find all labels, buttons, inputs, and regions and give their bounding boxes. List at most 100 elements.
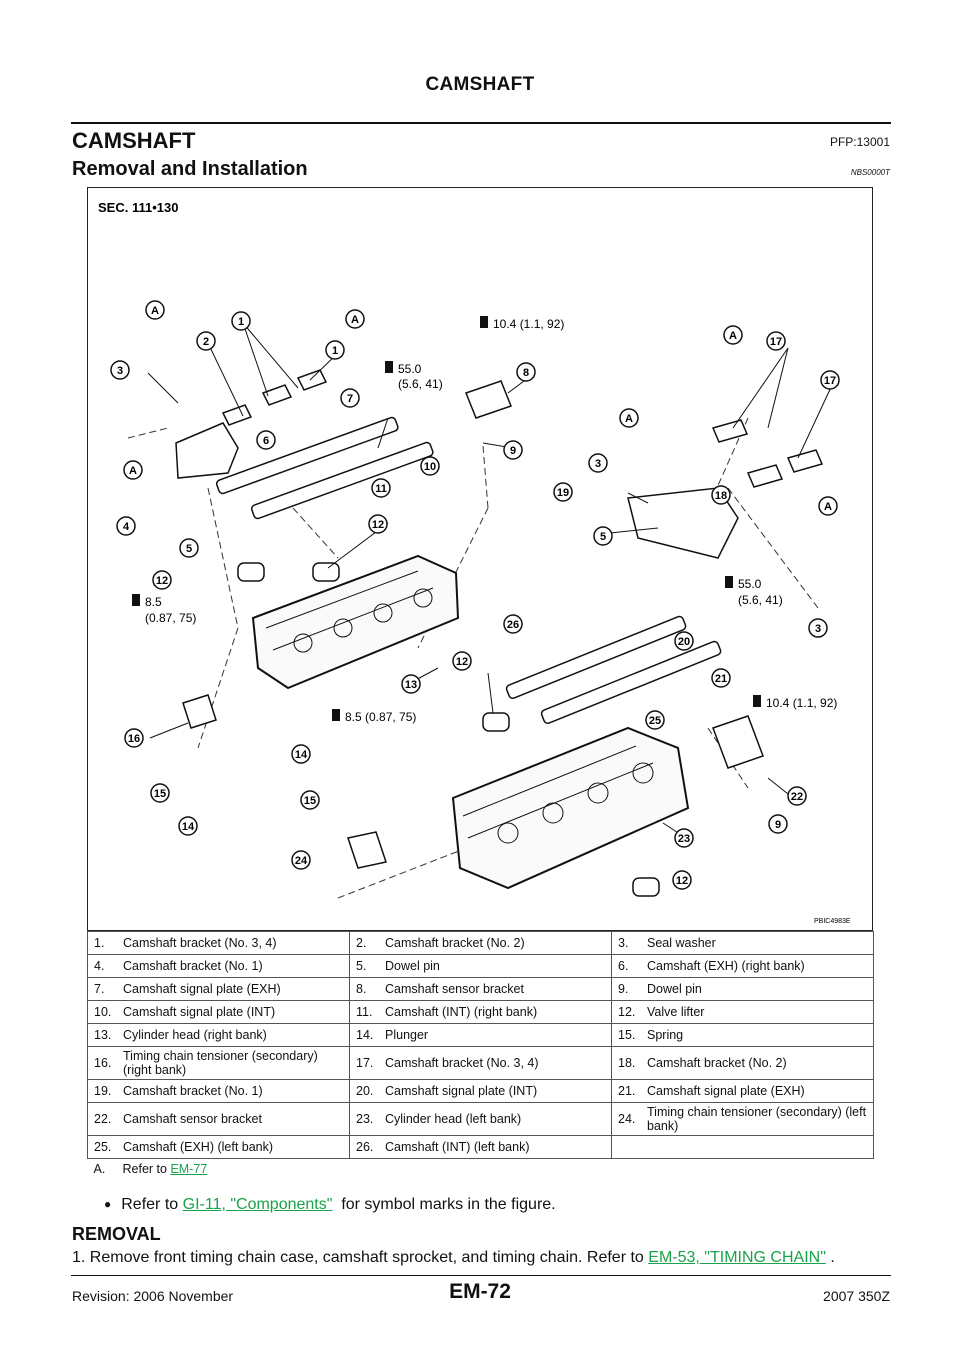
part-number: 22. [94,1112,112,1126]
table-cell: 1.Camshaft bracket (No. 3, 4) [87,931,350,955]
part-number: 10. [94,1005,112,1019]
callout-number: 24 [295,855,308,867]
callout-number: 14 [295,749,308,761]
parts-legend-table: 1.Camshaft bracket (No. 3, 4) 2.Camshaft… [87,931,874,1179]
table-cell: 18. Camshaft bracket (No. 2) [611,1046,874,1080]
callout-number: 26 [507,619,519,631]
part-name: Camshaft (EXH) (right bank) [647,959,805,973]
table-cell: 2.Camshaft bracket (No. 2) [349,931,612,955]
part-number: 17. [356,1056,374,1070]
callout-number: 2 [203,336,209,348]
page-title: CAMSHAFT [72,128,196,153]
part-number: 7. [94,982,105,996]
part-number: 6. [618,959,629,973]
part-name: Camshaft bracket (No. 3, 4) [385,1056,539,1070]
ref-mark: A [129,465,137,477]
table-cell: 24.Timing chain tensioner (secondary) (l… [611,1102,874,1136]
callout-number: 17 [824,375,836,387]
part-name: Timing chain tensioner (secondary) (righ… [123,1049,318,1077]
part-name: Camshaft bracket (No. 1) [123,1084,263,1098]
callout-number: 14 [182,821,195,833]
table-cell: 6. Camshaft (EXH) (right bank) [611,954,874,978]
callout-number: 21 [715,673,727,685]
callout-number: 22 [791,791,803,803]
part-number: 2. [356,936,367,950]
callouts: 1 1 2 3 3 3 4 5 5 6 7 8 9 9 10 11 12 12 … [110,311,840,890]
table-row: 13.Cylinder head (right bank) 14.Plunger… [87,1023,874,1047]
table-cell: 22.Camshaft sensor bracket [87,1102,350,1136]
part-name: Camshaft signal plate (INT) [385,1084,538,1098]
table-row: 1.Camshaft bracket (No. 3, 4) 2.Camshaft… [87,931,874,955]
part-number: 8. [356,982,367,996]
torque-spec: 8.5 (0.87, 75) [345,710,416,724]
part-name: Valve lifter [647,1005,705,1019]
footer-model: 2007 350Z [823,1288,890,1304]
torque-spec: (5.6, 41) [738,593,783,607]
leader-lines [147,322,834,837]
step-text: 1. Remove front timing chain case, camsh… [72,1249,644,1266]
part-name: Camshaft bracket (No. 2) [647,1056,787,1070]
gi11-components-link[interactable]: GI-11, "Components" [182,1196,333,1213]
part-number: 1. [94,936,105,950]
table-cell: 7.Camshaft signal plate (EXH) [87,977,350,1001]
torque-spec: (0.87, 75) [145,611,196,625]
note-text: Refer to [122,1162,167,1176]
part-name: Camshaft signal plate (INT) [123,1005,276,1019]
part-name: Cylinder head (left bank) [385,1112,522,1126]
callout-number: 25 [649,715,661,727]
callout-number: 9 [775,819,781,831]
part-name: Camshaft (EXH) (left bank) [123,1140,274,1154]
callout-number: 15 [154,788,166,800]
pfp-code: PFP:13001 [829,135,890,149]
ref-mark: A [151,305,159,317]
page-id: EM-72 [449,1280,511,1303]
bullet-icon: ● [104,1197,112,1211]
table-cell: 15. Spring [611,1023,874,1047]
em53-timing-chain-link[interactable]: EM-53, "TIMING CHAIN" [648,1249,826,1266]
footer-revision: Revision: 2006 November [72,1288,234,1304]
callout-number: 7 [347,393,353,405]
table-note: A. Refer to EM-77 [88,1159,874,1180]
ref-mark: A [729,330,737,342]
torque-specs: 10.4 (1.1, 92) 55.0 (5.6, 41) 55.0 (5.6,… [145,317,837,724]
table-cell: 21.Camshaft signal plate (EXH) [611,1079,874,1103]
callout-number: 1 [332,345,338,357]
table-cell: 23.Cylinder head (left bank) [349,1102,612,1136]
part-name: Spring [647,1028,684,1042]
note-label: A. [93,1162,106,1176]
part-number: 15. [618,1028,636,1042]
callout-number: 12 [156,575,168,587]
part-number: 18. [618,1056,636,1070]
section-title: Removal and Installation [72,158,308,180]
removal-heading: REMOVAL [72,1224,161,1244]
part-number: 25. [94,1140,112,1154]
part-name: Camshaft signal plate (EXH) [647,1084,805,1098]
part-name: Dowel pin [385,959,440,973]
section-code: NBS0000T [850,168,890,177]
torque-wrench-icons [132,316,761,721]
ref-mark: A [351,314,359,326]
part-name: Dowel pin [647,982,702,996]
table-cell: 20.Camshaft signal plate (INT) [349,1079,612,1103]
table-row: 16.Timing chain tensioner (secondary) (r… [87,1046,874,1080]
part-number: 13. [94,1028,112,1042]
torque-spec: 55.0 [398,362,422,376]
ref-marks: A A A A A A [123,300,838,516]
part-name: Timing chain tensioner (secondary) (left… [647,1105,867,1133]
part-number: 26. [356,1140,374,1154]
table-cell [611,1135,874,1159]
part-number: 12. [618,1005,636,1019]
ref-em77-link[interactable]: EM-77 [170,1162,208,1176]
callout-number: 18 [715,490,727,502]
table-cell: 12. Valve lifter [611,1000,874,1024]
callout-number: 20 [678,636,690,648]
table-cell: 4.Camshaft bracket (No. 1) [87,954,350,978]
callout-number: 4 [123,521,130,533]
torque-spec: 10.4 (1.1, 92) [766,696,837,710]
exploded-diagram: SEC. 111•130 PBIC4983E [98,200,851,925]
callout-number: 23 [678,833,690,845]
torque-spec: 55.0 [738,577,762,591]
removal-step-1: 1. Remove front timing chain case, camsh… [72,1249,835,1267]
callout-number: 3 [595,458,601,470]
ref-mark: A [625,413,633,425]
